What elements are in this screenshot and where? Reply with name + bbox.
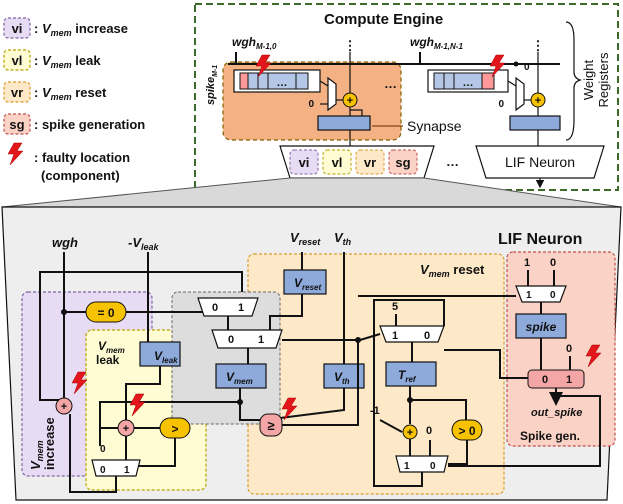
sg-input-zero: 0 (550, 257, 556, 269)
sg-mux-one: 1 (526, 290, 532, 301)
legend: vi : Vmem increase vl : Vmem leak vr : V… (3, 17, 145, 183)
lif-neg-vleak-label: -Vleak (128, 235, 160, 252)
synapse-vdots-2: ⋮ (532, 38, 545, 53)
compute-engine: Compute Engine wghM-1,0 wghM-1,N-1 spike… (194, 3, 619, 191)
synapse-dots-mid: … (384, 76, 397, 91)
vmem-leak-label-v: Vmem (98, 339, 125, 355)
mux-bottom-one: 1 (124, 465, 130, 476)
mux-tref-one: 1 (392, 330, 398, 342)
mux-bottom-zero: 0 (100, 465, 106, 476)
wgh-first-label: wghM-1,0 (232, 35, 277, 51)
unit-vl: vl (332, 155, 343, 170)
synapse-label: Synapse (407, 118, 462, 134)
vmem-increase-label-v: Vmem (28, 440, 45, 470)
sg-out-zero: 0 (566, 343, 572, 355)
vmem-register: Vmem (226, 370, 253, 386)
vmem-leak-label-word: leak (96, 353, 120, 367)
sg-mux2-zero: 0 (542, 374, 548, 386)
tref-five: 5 (392, 301, 398, 313)
synapse-adder-1: + (347, 95, 353, 107)
fault-legend-line2: (component) (41, 168, 120, 183)
synapse-zero-1: 0 (308, 99, 314, 110)
eq-zero-comparator: = 0 (97, 306, 114, 320)
mux-tref-bottom-one: 1 (404, 461, 410, 472)
legend-code-vi: vi (12, 21, 23, 36)
synapse-vdots-1: ⋮ (344, 38, 357, 53)
mux1-one: 1 (238, 302, 244, 314)
ge-comparator: ≥ (267, 418, 274, 433)
mux2-zero: 0 (228, 334, 234, 346)
fault-legend-line1: : faulty location (34, 150, 130, 165)
shift-reg-dots-1: … (277, 77, 288, 89)
legend-item-vr: vr : Vmem reset (3, 81, 107, 103)
legend-label-vi: : Vmem increase (34, 21, 128, 38)
leak-adder: + (123, 423, 129, 435)
weight-registers-line1: Weight (581, 60, 596, 101)
synapse-adder-2: + (535, 95, 541, 107)
out-spike-label: out_spike (531, 407, 582, 419)
lif-vth-label: Vth (334, 230, 352, 247)
lif-title: LIF Neuron (498, 231, 582, 248)
sg-input-one: 1 (524, 257, 530, 269)
spike-in-label: spikeM-1 (205, 65, 219, 105)
legend-label-sg: : spike generation (34, 117, 145, 132)
fault-bolt-icon (7, 142, 24, 166)
legend-item-vi: vi : Vmem increase (3, 17, 128, 39)
neuron-dots: … (446, 154, 459, 169)
mux-bottom-input-zero: 0 (100, 444, 106, 455)
spike-register: spike (526, 320, 557, 334)
legend-label-vl: : Vmem leak (34, 53, 101, 70)
wgh-last-label: wghM-1,N-1 (410, 35, 463, 51)
mux-tref-bottom-zero: 0 (430, 461, 436, 472)
tref-adder: + (407, 427, 413, 439)
vth-register: Vth (334, 370, 350, 386)
tref-register: Tref (398, 368, 417, 384)
unit-vr: vr (364, 155, 376, 170)
gt-zero-comparator: > 0 (458, 424, 475, 438)
legend-item-vl: vl : Vmem leak (3, 49, 101, 71)
unit-vi: vi (299, 155, 310, 170)
lif-vreset-label: Vreset (290, 230, 321, 247)
mux1-zero: 0 (212, 302, 218, 314)
mux2-one: 1 (258, 334, 264, 346)
mux-tref-zero: 0 (424, 330, 430, 342)
lif-neuron-detail: LIF Neuron wgh -Vleak Vreset Vth Vmem re… (1, 206, 622, 501)
vmem-increase-label-word: increase (42, 417, 57, 470)
sg-mux2-one: 1 (566, 374, 572, 386)
weight-zero: 0 (524, 62, 530, 73)
vmem-reset-label: Vmem reset (420, 262, 485, 279)
lif-wgh-label: wgh (52, 235, 78, 250)
legend-code-sg: sg (9, 117, 24, 132)
shift-reg-dots-2: … (463, 77, 474, 89)
synapse-zero-2: 0 (498, 99, 504, 110)
legend-code-vl: vl (12, 53, 23, 68)
spike-gen-label: Spike gen. (520, 429, 580, 443)
weight-registers-line2: Registers (596, 52, 611, 107)
legend-label-vr: : Vmem reset (34, 85, 107, 102)
sg-mux-zero: 0 (550, 290, 556, 301)
legend-item-sg: sg : spike generation (3, 113, 145, 135)
unit-sg: sg (395, 155, 410, 170)
vleak-register: Vleak (154, 349, 178, 365)
compute-engine-title: Compute Engine (324, 11, 443, 28)
gt-comparator: > (171, 422, 178, 436)
vreset-register: Vreset (294, 276, 321, 292)
legend-item-fault: : faulty location (component) (7, 142, 130, 183)
legend-code-vr: vr (11, 85, 23, 100)
increase-adder: + (61, 401, 67, 413)
mux-tref-bottom-input-zero: 0 (426, 425, 432, 437)
lif-neuron-box-label: LIF Neuron (505, 154, 575, 170)
